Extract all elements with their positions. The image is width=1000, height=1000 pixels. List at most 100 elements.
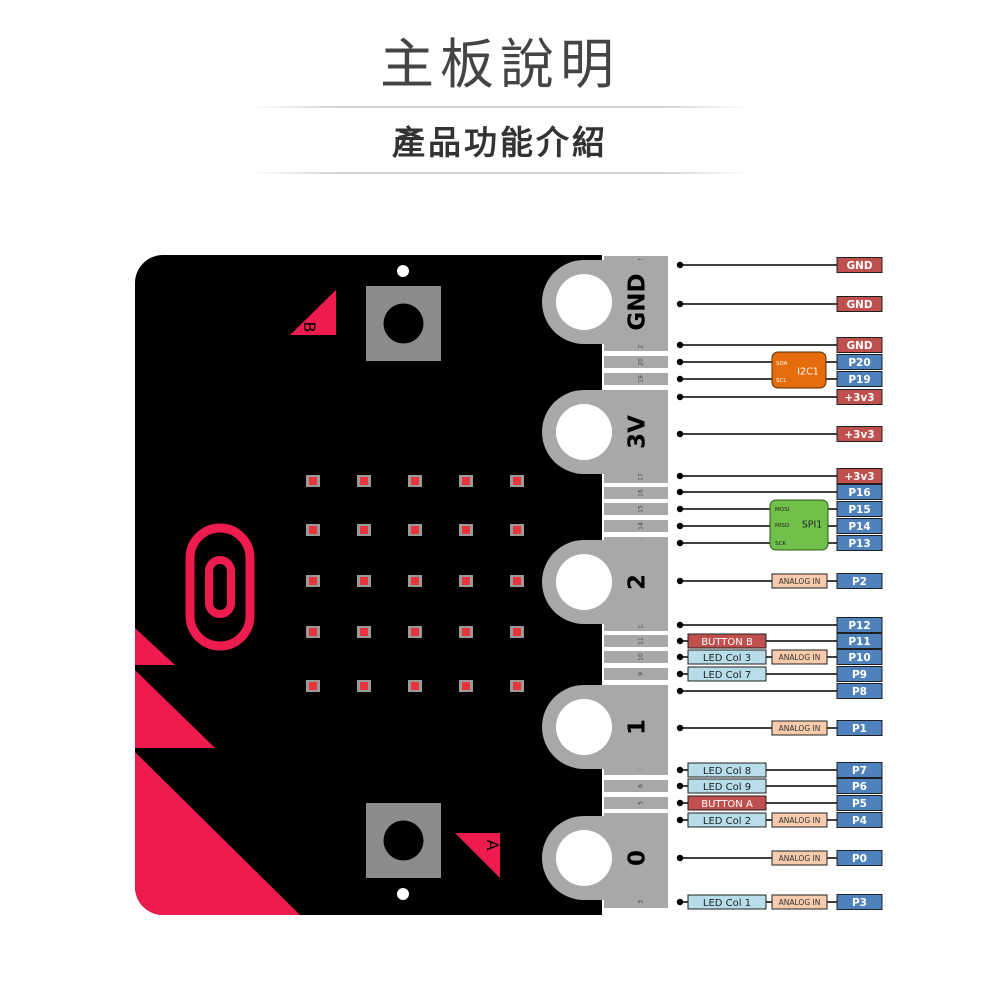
pin-label-box xyxy=(836,573,883,589)
pin-label: P16 xyxy=(848,487,870,499)
edge-finger xyxy=(604,668,668,680)
edge-pin-number: 3 xyxy=(638,900,645,904)
pin-label: P19 xyxy=(848,374,870,386)
analog-in-label: ANALOG IN xyxy=(779,724,821,733)
board-body xyxy=(135,255,670,915)
button-b-label: B xyxy=(300,322,319,333)
pin-label: GND xyxy=(846,299,872,311)
led-col-8-label: LED Col 8 xyxy=(703,766,751,777)
i2c-line-label: SDA xyxy=(776,361,788,367)
page-subtitle: 產品功能介紹 xyxy=(392,123,608,162)
edge-finger xyxy=(604,651,668,663)
pin-wire-dot xyxy=(676,358,684,366)
pin-label-box xyxy=(836,518,883,534)
microbit-board: BA xyxy=(135,255,670,915)
pin-wire-dot xyxy=(676,799,684,807)
pin-wire-dot xyxy=(676,539,684,547)
led xyxy=(513,526,521,534)
edge-finger xyxy=(604,373,668,385)
pin-label: GND xyxy=(846,260,872,272)
pin-label-box xyxy=(836,371,883,387)
pin-label: P4 xyxy=(852,815,867,827)
led xyxy=(360,477,368,485)
pin-wire-dot xyxy=(676,341,684,349)
pin-label-box xyxy=(836,389,883,405)
button-b-marker xyxy=(290,290,336,335)
i2c-line-label: SCL xyxy=(776,378,787,384)
pin-label-box xyxy=(836,484,883,500)
led xyxy=(513,682,521,690)
edge-pin-number: 15 xyxy=(638,505,645,513)
pin-label-box xyxy=(836,850,883,866)
edge-pin-number: 14 xyxy=(638,522,645,530)
pin-label-box xyxy=(836,535,883,551)
pin-label: P8 xyxy=(852,686,867,698)
edge-pad-label: GND xyxy=(625,273,651,330)
i2c-bus-name: I2C1 xyxy=(797,367,819,378)
edge-pad-hole xyxy=(556,830,612,886)
pin-wire-dot xyxy=(676,375,684,383)
pin-label-box xyxy=(836,683,883,699)
pin-wire-dot xyxy=(676,472,684,480)
edge-pad-hole xyxy=(556,274,612,330)
analog-in-label-box xyxy=(771,850,828,866)
edge-pad-label: 2 xyxy=(625,574,651,590)
led xyxy=(309,477,317,485)
led xyxy=(411,682,419,690)
edge-pin-number: 16 xyxy=(638,489,645,497)
edge-finger xyxy=(604,356,668,368)
pin-wire-dot xyxy=(676,261,684,269)
led-col-3-label: LED Col 3 xyxy=(703,653,751,664)
pin-label: P15 xyxy=(848,504,870,516)
pin-label: P6 xyxy=(852,781,867,793)
pin-label: P2 xyxy=(852,576,867,588)
pin-label: P10 xyxy=(848,652,870,664)
pin-wire-dot xyxy=(676,854,684,862)
pin-wire-dot xyxy=(676,687,684,695)
pin-wire-dot xyxy=(676,670,684,678)
edge-pin-number: 21 xyxy=(638,341,645,349)
led xyxy=(462,526,470,534)
pin-label-box xyxy=(836,426,883,442)
pin-wire-dot xyxy=(676,637,684,645)
led-col-1-label-box xyxy=(687,894,767,910)
pin-label: P13 xyxy=(848,538,870,550)
analog-in-label-box xyxy=(771,573,828,589)
edge-pad-hole xyxy=(556,554,612,610)
pin-label-box xyxy=(836,778,883,794)
pin-wire-dot xyxy=(676,766,684,774)
button-b xyxy=(366,286,441,361)
spi-line-label: MISO xyxy=(775,523,790,529)
analog-in-label: ANALOG IN xyxy=(779,854,821,863)
led-col-7-label: LED Col 7 xyxy=(703,670,751,681)
pin-label-box xyxy=(836,666,883,682)
pin-label: P7 xyxy=(852,765,867,777)
pin-label: +3v3 xyxy=(844,392,874,404)
edge-pin-number: 20 xyxy=(638,358,645,366)
edge-pin-number: 11 xyxy=(638,637,645,645)
edge-finger xyxy=(604,797,668,809)
pin-label: P20 xyxy=(848,357,870,369)
button-b-function: BUTTON B xyxy=(701,637,753,648)
pin-label-box xyxy=(836,894,883,910)
board-accents xyxy=(135,628,300,915)
title-divider xyxy=(250,106,750,108)
button-a xyxy=(366,803,441,878)
edge-finger xyxy=(604,503,668,515)
button-a-label: A xyxy=(483,840,502,851)
edge-pad-label: 3V xyxy=(625,415,651,449)
pin-label: +3v3 xyxy=(844,471,874,483)
edge-pin-number: 10 xyxy=(638,653,645,661)
analog-in-label: ANALOG IN xyxy=(779,816,821,825)
led xyxy=(360,682,368,690)
edge-finger xyxy=(604,635,668,647)
pin-label-box xyxy=(836,633,883,649)
led xyxy=(462,477,470,485)
led xyxy=(309,526,317,534)
face-logo-inner xyxy=(205,556,235,618)
pin-wire-dot xyxy=(676,782,684,790)
pin-wire-dot xyxy=(676,522,684,530)
led xyxy=(462,682,470,690)
led xyxy=(462,628,470,636)
